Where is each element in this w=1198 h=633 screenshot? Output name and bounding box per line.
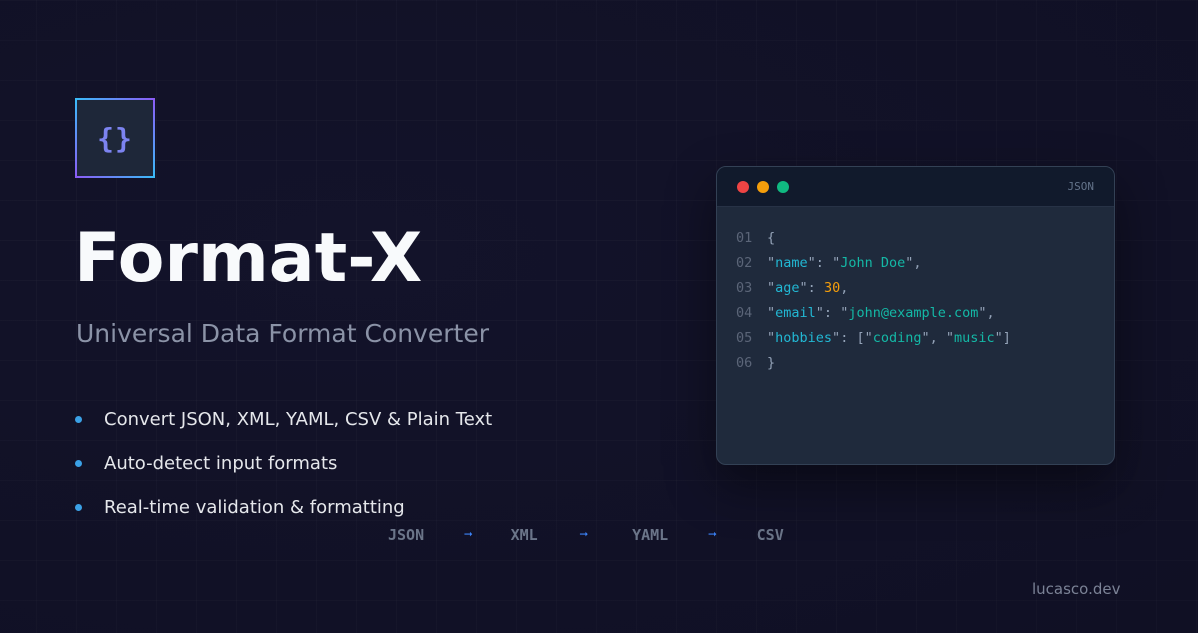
code-token-punc: : — [815, 254, 833, 271]
code-token-punc: ", — [905, 254, 922, 271]
arrow-right-icon: ➞ — [464, 527, 473, 543]
code-line: 01 { — [736, 225, 1114, 250]
code-token-key: email — [775, 304, 816, 321]
code-token-key: hobbies — [775, 329, 833, 346]
bullet-dot-icon — [75, 503, 82, 511]
logo-inner: {} — [77, 100, 153, 176]
code-token-punc: : — [807, 279, 824, 296]
code-token-punc: : — [823, 304, 841, 321]
format-flow: JSON ➞ XML ➞ YAML ➞ CSV — [388, 526, 784, 544]
code-token-punc: " — [945, 329, 955, 346]
code-line: 03 "age": 30, — [736, 275, 1114, 300]
language-tag: JSON — [1067, 180, 1095, 193]
code-token-punc: " — [767, 279, 776, 296]
code-token-punc: ", — [978, 304, 995, 321]
minimize-dot-icon — [757, 180, 769, 193]
code-token-str: john@example.com — [848, 304, 979, 321]
feature-list: Convert JSON, XML, YAML, CSV & Plain Tex… — [74, 397, 492, 529]
code-token-punc: " — [807, 254, 816, 271]
maximize-dot-icon — [777, 180, 789, 193]
bullet-dot-icon — [75, 459, 82, 467]
line-number: 04 — [736, 304, 753, 321]
line-number: 06 — [736, 354, 753, 371]
code-token-punc: " — [767, 329, 776, 346]
page-subtitle: Universal Data Format Converter — [76, 319, 489, 348]
code-token-num: 30 — [823, 279, 841, 296]
code-token-punc: " — [799, 279, 808, 296]
line-number: 01 — [736, 229, 753, 246]
feature-label: Real-time validation & formatting — [104, 496, 405, 518]
code-token-punc: } — [767, 354, 776, 371]
code-token-punc: " — [767, 304, 776, 321]
code-token-str: John Doe — [840, 254, 906, 271]
code-line: 05"hobbies": ["coding", "music"] — [736, 325, 1114, 350]
format-json: JSON — [388, 526, 425, 544]
page-title: Format-X — [74, 219, 423, 298]
curly-braces-icon: {} — [97, 121, 133, 155]
code-token-punc: : [ — [840, 329, 865, 346]
code-token-punc: "] — [994, 329, 1011, 346]
code-token-punc: { — [767, 229, 776, 246]
code-window-header: JSON — [717, 167, 1114, 207]
line-number: 02 — [736, 254, 753, 271]
code-token-punc: " — [832, 329, 841, 346]
line-number: 05 — [736, 329, 753, 346]
line-number: 03 — [736, 279, 753, 296]
footer-site: lucasco.dev — [1032, 580, 1121, 598]
code-token-punc: " — [864, 329, 873, 346]
bullet-dot-icon — [75, 415, 82, 423]
code-line: 04"email": "john@example.com", — [736, 300, 1114, 325]
code-body: 01{02"name": "John Doe",03"age": 30,04"e… — [717, 207, 1114, 375]
code-token-punc: " — [840, 304, 849, 321]
code-token-key: age — [775, 279, 800, 296]
format-yaml: YAML — [632, 526, 669, 544]
code-line: 06} — [736, 350, 1114, 375]
code-token-punc: , — [840, 279, 849, 296]
feature-label: Convert JSON, XML, YAML, CSV & Plain Tex… — [104, 408, 493, 430]
code-window: JSON 01{02"name": "John Doe",03"age": 30… — [716, 166, 1115, 465]
arrow-right-icon: ➞ — [708, 527, 717, 543]
code-token-punc: " — [832, 254, 841, 271]
format-csv: CSV — [756, 526, 784, 544]
feature-item: Auto-detect input formats — [74, 441, 492, 485]
close-dot-icon — [737, 180, 749, 193]
feature-item: Real-time validation & formatting — [74, 485, 492, 529]
code-token-punc: " — [815, 304, 824, 321]
feature-label: Auto-detect input formats — [104, 452, 338, 474]
code-token-punc: ", — [921, 329, 946, 346]
format-xml: XML — [510, 526, 538, 544]
code-token-str: coding — [872, 329, 922, 346]
code-token-punc: " — [767, 254, 776, 271]
code-token-key: name — [775, 254, 808, 271]
code-line: 02"name": "John Doe", — [736, 250, 1114, 275]
app-logo: {} — [75, 98, 155, 178]
code-token-str: music — [954, 329, 995, 346]
arrow-right-icon: ➞ — [579, 527, 589, 543]
feature-item: Convert JSON, XML, YAML, CSV & Plain Tex… — [74, 397, 492, 441]
